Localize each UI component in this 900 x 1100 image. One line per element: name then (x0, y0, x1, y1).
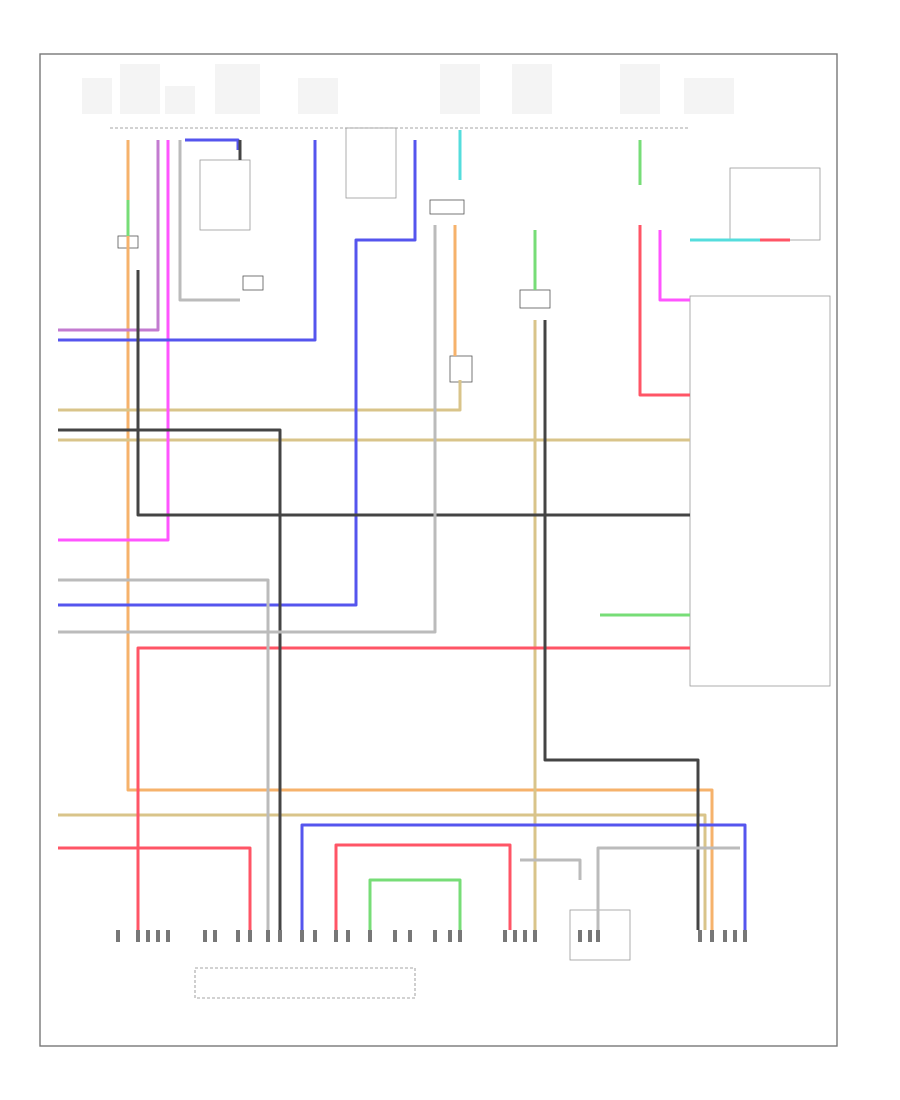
wire-black-mid (58, 428, 282, 930)
right-module-box (729, 167, 821, 241)
connector-pin (408, 930, 412, 942)
connector-pin (136, 930, 140, 942)
connector-pin (503, 930, 507, 942)
connector-pin (156, 930, 160, 942)
wire-red-right (638, 225, 690, 397)
connector-pin (743, 930, 747, 942)
wire-green-bottom (368, 878, 462, 930)
wire-tan-lower (58, 813, 707, 930)
connector-pin (698, 930, 702, 942)
wire-layer (58, 130, 790, 930)
wire-red-bottom (334, 843, 512, 930)
wire-orange-main (126, 140, 714, 930)
connector-pin (313, 930, 317, 942)
component-box-2 (242, 275, 264, 291)
wire-red-lower (58, 846, 252, 930)
connector-pin (166, 930, 170, 942)
component-box-3 (429, 199, 465, 215)
connector-pin (433, 930, 437, 942)
connector-pin (523, 930, 527, 942)
bottom-module-box (569, 909, 631, 961)
connector-pin (578, 930, 582, 942)
connector-pin (146, 930, 150, 942)
wire-tan-upper (58, 380, 462, 412)
component-box-5 (449, 355, 473, 383)
wire-red-main (136, 646, 690, 930)
wire-gray-1 (58, 578, 270, 930)
wire-blue-2 (58, 140, 317, 342)
connector-pin (393, 930, 397, 942)
wire-black-main (136, 270, 690, 517)
wire-pink-left (58, 140, 170, 542)
connector-pin (458, 930, 462, 942)
wire-blue-3 (58, 140, 417, 607)
top-fuse-labels (82, 64, 734, 114)
wire-purple-left (58, 140, 160, 332)
wire-blue-bottom (300, 823, 747, 930)
connector-pins (116, 930, 747, 942)
switch-box (345, 127, 397, 199)
connector-pin (278, 930, 282, 942)
connector-pin (723, 930, 727, 942)
wire-black-right (543, 320, 700, 930)
connector-pin (733, 930, 737, 942)
connector-pin (300, 930, 304, 942)
wire-gray-4 (520, 858, 582, 880)
connector-pin (588, 930, 592, 942)
wire-gray-5 (596, 846, 740, 930)
wire-gray-3 (178, 140, 240, 302)
connector-pin (236, 930, 240, 942)
component-boxes (117, 127, 831, 999)
connector-pin (116, 930, 120, 942)
component-box-4 (519, 289, 551, 309)
connector-pin (203, 930, 207, 942)
connector-pin (266, 930, 270, 942)
connector-pin (596, 930, 600, 942)
connector-pin (346, 930, 350, 942)
wire-gray-2 (58, 225, 437, 634)
relay-box (199, 159, 251, 231)
connector-pin (513, 930, 517, 942)
connector-pin (248, 930, 252, 942)
connector-pin (448, 930, 452, 942)
wire-pink-right (658, 230, 690, 302)
connector-group-box (194, 967, 416, 999)
connector-pin (533, 930, 537, 942)
connector-pin (368, 930, 372, 942)
connector-pin (334, 930, 338, 942)
connector-pin (710, 930, 714, 942)
diagram-frame (39, 53, 838, 1047)
connector-pin (213, 930, 217, 942)
control-unit-box (689, 295, 831, 687)
wire-blue-top (185, 138, 240, 150)
